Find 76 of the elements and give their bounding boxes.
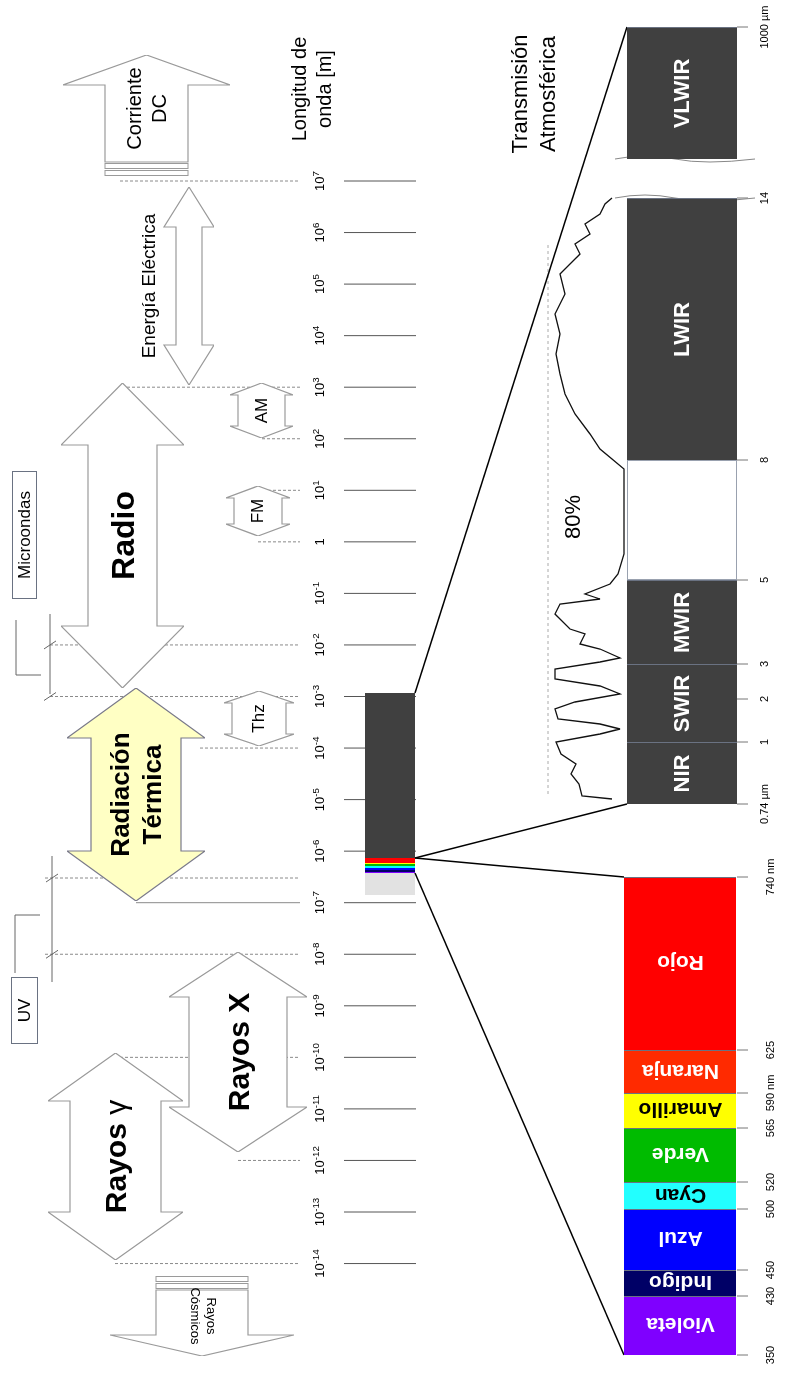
chart-title: Transmisión Atmosférica bbox=[505, 33, 560, 156]
segment-label: Indigo bbox=[648, 1273, 712, 1294]
tick-label: 0.74 µm bbox=[758, 784, 770, 824]
spectrum-segment bbox=[624, 1209, 736, 1270]
marker-label: Thz bbox=[248, 704, 270, 733]
tick-label: 450 bbox=[764, 1260, 776, 1280]
tick-label: 350 bbox=[764, 1345, 776, 1365]
marker-label: Energía Eléctrica bbox=[136, 213, 160, 359]
range-marker bbox=[230, 383, 293, 438]
range-marker bbox=[67, 688, 205, 901]
zoom-line bbox=[414, 857, 625, 878]
range-marker bbox=[61, 383, 184, 688]
spectrum-segment bbox=[627, 198, 737, 460]
spectrum-segment bbox=[627, 460, 737, 580]
zoom-line bbox=[414, 872, 625, 1356]
spectrum-segment bbox=[627, 664, 737, 742]
infrared-band-segment bbox=[365, 693, 415, 858]
zoom-line bbox=[414, 26, 628, 694]
range-marker bbox=[224, 691, 294, 746]
spectrum-segment bbox=[624, 877, 736, 1050]
infrared-bar bbox=[627, 27, 737, 804]
segment-label: Azul bbox=[657, 1229, 703, 1251]
range-marker bbox=[110, 1276, 294, 1356]
marker-label: Radiación Térmica bbox=[103, 731, 168, 859]
spectrum-segment bbox=[624, 1270, 736, 1296]
segment-label: Rojo bbox=[656, 953, 704, 975]
marker-label: Rayos γ bbox=[98, 1099, 133, 1214]
tick-label: 590 nm bbox=[764, 1074, 776, 1112]
tick-label: 1000 µm bbox=[758, 5, 770, 49]
visible-band-segment bbox=[365, 858, 415, 873]
range-marker bbox=[169, 952, 307, 1152]
spectrum-segment bbox=[624, 1050, 736, 1093]
spectrum-segment bbox=[627, 742, 737, 804]
percent-label: 80% bbox=[562, 495, 584, 539]
spectrum-segment bbox=[627, 27, 737, 159]
marker-label: Radio bbox=[103, 491, 142, 580]
range-marker bbox=[226, 486, 290, 536]
segment-label: SWIR bbox=[671, 674, 693, 733]
range-label-box: UV bbox=[11, 977, 38, 1044]
segment-label: LWIR bbox=[671, 302, 693, 357]
marker-label: FM bbox=[247, 498, 269, 524]
tick-label: 565 bbox=[764, 1118, 776, 1138]
spectrum-segment bbox=[624, 1093, 736, 1128]
spectrum-segment bbox=[624, 1296, 736, 1355]
marker-label: Corriente DC bbox=[121, 66, 171, 152]
segment-label: MWIR bbox=[671, 591, 693, 654]
marker-label: Rayos X bbox=[220, 992, 256, 1112]
tick-label: 1 bbox=[312, 538, 326, 546]
tick-label: 740 nm bbox=[764, 858, 776, 896]
spectrum-segment bbox=[624, 1182, 736, 1209]
segment-label: Violeta bbox=[645, 1315, 715, 1337]
tick-label: 8 bbox=[758, 456, 770, 464]
spectrum-segment bbox=[624, 1128, 736, 1182]
spectrum-segment bbox=[627, 580, 737, 664]
marker-label: Rayos Cósmicos bbox=[186, 1286, 219, 1347]
visible-spectrum-bar bbox=[624, 877, 736, 1355]
segment-label: Verde bbox=[651, 1145, 709, 1166]
tick-label: 14 bbox=[758, 191, 770, 205]
tick-label: 5 bbox=[758, 576, 770, 584]
tick-label: 625 bbox=[764, 1040, 776, 1060]
range-marker bbox=[48, 1053, 183, 1260]
tick-label: 2 bbox=[758, 695, 770, 703]
segment-label: Naranja bbox=[641, 1061, 719, 1083]
axis-title: Longitud de onda [m] bbox=[287, 35, 336, 144]
segment-label: NIR bbox=[671, 754, 693, 793]
segment-label: Cyan bbox=[654, 1185, 706, 1207]
marker-label: AM bbox=[250, 397, 272, 424]
tick-label: 500 bbox=[764, 1199, 776, 1219]
tick-label: 3 bbox=[758, 660, 770, 668]
tick-label: 430 bbox=[764, 1286, 776, 1306]
segment-label: Amarillo bbox=[638, 1100, 722, 1122]
segment-label: VLWIR bbox=[671, 58, 693, 129]
tick-label: 1 bbox=[758, 738, 770, 746]
range-label-box: Microondas bbox=[12, 471, 37, 599]
range-marker bbox=[63, 55, 230, 176]
tick-label: 520 bbox=[764, 1172, 776, 1192]
